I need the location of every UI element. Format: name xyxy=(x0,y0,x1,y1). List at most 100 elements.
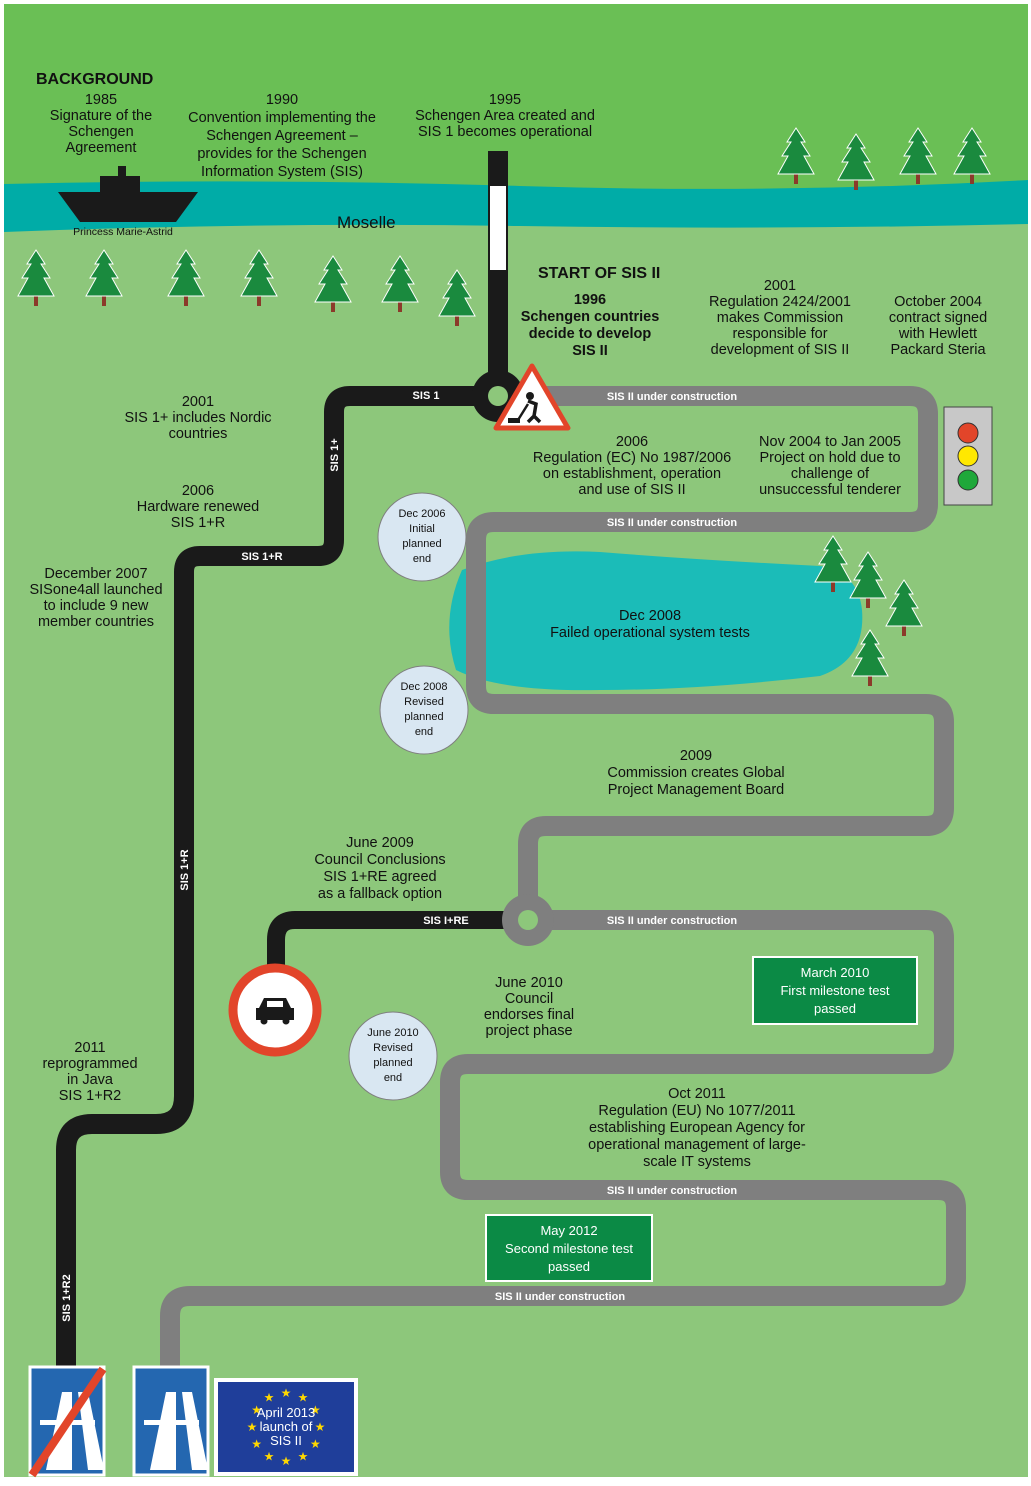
event-hold-line-1: Nov 2004 to Jan 2005 xyxy=(759,434,901,450)
event-2001-reg-line-1: 2001 xyxy=(764,278,796,294)
moselle-river xyxy=(4,180,1028,232)
event-2006-reg-line-2: Regulation (EC) No 1987/2006 xyxy=(533,450,731,466)
event-2006-hw-line-2: Hardware renewed xyxy=(137,499,260,515)
event-2011-reg-line-2: Regulation (EU) No 1077/2011 xyxy=(598,1103,795,1119)
tree-icon xyxy=(381,255,419,312)
event-2001-nordic-line-2: SIS 1+ includes Nordic xyxy=(124,410,271,426)
event-2007-line-1: December 2007 xyxy=(44,566,147,582)
event-1985-line-3: Schengen xyxy=(68,124,133,140)
planned-end-2006-line-2: Initial xyxy=(409,523,435,535)
event-hold-line-3: challenge of xyxy=(791,466,870,482)
event-hold-line-2: Project on hold due to xyxy=(759,450,900,466)
event-2008-line-1: Dec 2008 xyxy=(619,608,681,624)
event-2001-nordic: 2001 SIS 1+ includes Nordic countries xyxy=(124,394,271,442)
launch-line-2: launch of xyxy=(260,1419,313,1434)
event-2009-line-1: 2009 xyxy=(680,748,712,764)
event-2009-council-line-4: as a fallback option xyxy=(318,886,442,902)
event-1990: 1990 Convention implementing the Schenge… xyxy=(188,92,376,180)
tree-icon xyxy=(899,127,937,184)
tree-icon xyxy=(167,249,205,306)
event-2007-line-4: member countries xyxy=(38,614,154,630)
event-1996-line-2: Schengen countries xyxy=(521,309,660,325)
event-2011-reg-line-4: operational management of large- xyxy=(588,1137,806,1153)
event-1996-line-4: SIS II xyxy=(572,343,607,359)
road-label-sis1: SIS 1 xyxy=(413,390,440,402)
event-2010-line-4: project phase xyxy=(485,1023,572,1039)
event-2011-java-line-4: SIS 1+R2 xyxy=(59,1088,121,1104)
road-label-sis2-2: SIS II under construction xyxy=(607,517,737,529)
road-label-sis2-5: SIS II under construction xyxy=(495,1291,625,1303)
eu-star-icon: ★ xyxy=(298,1449,309,1463)
event-2009-council-line-2: Council Conclusions xyxy=(314,852,445,868)
road-sis2 xyxy=(466,386,954,904)
no-vehicles-sign-icon xyxy=(228,963,322,1057)
launch-line-1: April 2013 xyxy=(257,1405,316,1420)
event-2001-reg-line-5: development of SIS II xyxy=(711,342,850,358)
eu-stars-icon: ★★★★★★★★★★★★ xyxy=(247,1386,326,1468)
lake xyxy=(449,551,863,691)
event-2007-line-2: SISone4all launched xyxy=(29,582,162,598)
road-sis1re xyxy=(267,911,510,968)
road-label-sis1-vertical: SIS 1 xyxy=(493,217,505,244)
tree-icon xyxy=(314,255,352,312)
event-1985-line-1: 1985 xyxy=(85,92,117,108)
milestone-2010-line-2: First milestone test xyxy=(780,983,889,998)
milestone-2010-line-3: passed xyxy=(814,1001,856,1016)
event-2010-line-3: endorses final xyxy=(484,1007,574,1023)
planned-end-2008-line-4: end xyxy=(415,726,433,738)
road-label-sis1r-vertical: SIS 1+R xyxy=(179,849,191,890)
event-2004-contract: October 2004 contract signed with Hewlet… xyxy=(889,294,987,358)
event-2008-line-2: Failed operational system tests xyxy=(550,625,750,641)
tree-icon xyxy=(17,249,55,306)
roadworks-sign-icon xyxy=(493,363,571,431)
eu-launch-flag: ★★★★★★★★★★★★ April 2013 launch of SIS II xyxy=(214,1378,358,1476)
event-1995-line-1: 1995 xyxy=(489,92,521,108)
eu-star-icon: ★ xyxy=(264,1449,275,1463)
roundabout-sis1-centre xyxy=(488,386,508,406)
tree-icon xyxy=(438,269,476,326)
planned-end-2006: Dec 2006 Initial planned end xyxy=(377,492,467,582)
event-2004-hold: Nov 2004 to Jan 2005 Project on hold due… xyxy=(759,434,901,498)
tree-icon xyxy=(777,127,815,184)
tree-icon xyxy=(814,535,852,592)
event-2008-tests: Dec 2008 Failed operational system tests xyxy=(550,608,750,641)
eu-star-icon: ★ xyxy=(251,1437,262,1451)
planned-end-2006-line-1: Dec 2006 xyxy=(398,508,445,520)
milestone-sign-2012: May 2012 Second milestone test passed xyxy=(485,1214,653,1282)
planned-end-2010-line-3: planned xyxy=(373,1057,412,1069)
event-1995-line-3: SIS 1 becomes operational xyxy=(418,124,592,140)
event-2009-line-3: Project Management Board xyxy=(608,782,785,798)
planned-end-2008-line-3: planned xyxy=(404,711,443,723)
planned-end-2008-line-2: Revised xyxy=(404,696,444,708)
road-label-sis1re: SIS I+RE xyxy=(423,915,469,927)
event-2004-line-1: October 2004 xyxy=(894,294,982,310)
event-2001-nordic-line-1: 2001 xyxy=(182,394,214,410)
event-2007-sisone4all: December 2007 SISone4all launched to inc… xyxy=(29,566,162,630)
event-2011-java: 2011 reprogrammed in Java SIS 1+R2 xyxy=(42,1040,137,1104)
event-2001-reg-line-4: responsible for xyxy=(732,326,827,342)
event-2006-hardware: 2006 Hardware renewed SIS 1+R xyxy=(137,483,260,531)
event-2006-regulation: 2006 Regulation (EC) No 1987/2006 on est… xyxy=(533,434,731,498)
event-1990-line-1: 1990 xyxy=(266,92,298,108)
tree-icon xyxy=(953,127,991,184)
event-2010-council: June 2010 Council endorses final project… xyxy=(484,975,574,1039)
launch-line-3: SIS II xyxy=(270,1433,302,1448)
eu-star-icon: ★ xyxy=(315,1420,326,1434)
event-2011-regulation: Oct 2011 Regulation (EU) No 1077/2011 es… xyxy=(588,1086,806,1170)
event-hold-line-4: unsuccessful tenderer xyxy=(759,482,901,498)
event-1990-line-5: Information System (SIS) xyxy=(201,164,363,180)
road-label-sis1plus: SIS 1+ xyxy=(329,438,341,471)
eu-star-icon: ★ xyxy=(247,1420,258,1434)
event-1985-line-2: Signature of the xyxy=(50,108,152,124)
road-label-sis1r2: SIS 1+R2 xyxy=(61,1274,73,1321)
eu-star-icon: ★ xyxy=(281,1386,292,1400)
background-heading: BACKGROUND xyxy=(36,71,153,88)
tree-icon xyxy=(240,249,278,306)
eu-star-icon: ★ xyxy=(298,1391,309,1405)
event-1995: 1995 Schengen Area created and SIS 1 bec… xyxy=(415,92,595,140)
sis2-roads xyxy=(160,386,966,1370)
eu-star-icon: ★ xyxy=(310,1403,321,1417)
event-2001-reg-line-2: Regulation 2424/2001 xyxy=(709,294,851,310)
event-2001-regulation: 2001 Regulation 2424/2001 makes Commissi… xyxy=(709,278,851,358)
